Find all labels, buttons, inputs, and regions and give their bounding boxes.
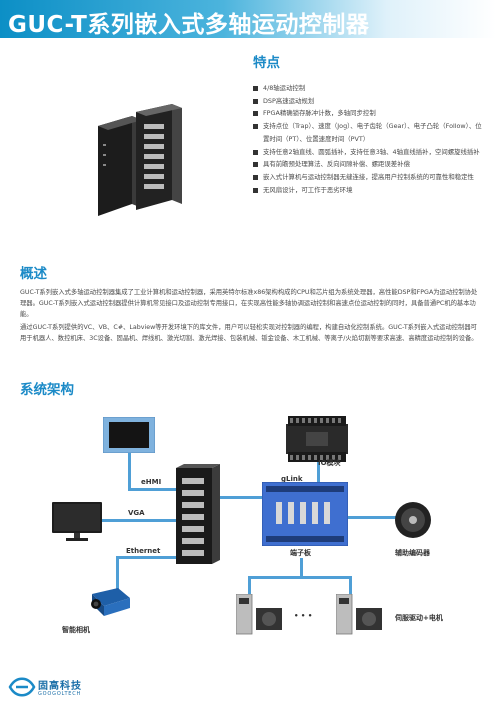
- brand-name-en: GOOGOLTECH: [38, 691, 82, 697]
- ethernet-label: Ethernet: [126, 547, 161, 555]
- encoder-icon: [395, 502, 431, 538]
- architecture-title: 系统架构: [20, 382, 74, 398]
- overview-paragraph-2: 通过GUC-T系列提供的VC、VB、C#、Labview等开发环境下的库文件，用…: [20, 324, 478, 343]
- feature-item: 具有前瞻预处理算法、反向间隙补偿、螺距误差补偿: [253, 158, 485, 171]
- servo-drive-icon: [336, 594, 382, 635]
- overview-title: 概述: [20, 266, 47, 282]
- features-list: 4/8轴运动控制 DSP高速运动规划 FPGA精确锁存脉冲计数，多轴同步控制 支…: [253, 82, 485, 196]
- brand-name-cn: 固高科技: [38, 681, 82, 692]
- terminal-board-icon: [262, 482, 348, 546]
- encoder-label: 辅助编码器: [395, 549, 430, 557]
- feature-item: 支持任意2轴直线、圆弧插补，支持任意3轴、4轴直线插补，空间螺旋线插补: [253, 146, 485, 159]
- terminal-board-label: 端子板: [290, 549, 311, 557]
- camera-label: 智能相机: [62, 626, 90, 634]
- monitor-icon: [52, 502, 102, 541]
- servo-drive-icon: [236, 594, 282, 635]
- controller-product-photo: [98, 104, 182, 216]
- connector-line: [116, 556, 119, 596]
- connector-line: [300, 558, 303, 576]
- vga-label: VGA: [128, 509, 145, 517]
- page-title: GUC-T系列嵌入式多轴运动控制器: [8, 12, 370, 38]
- connector-line: [349, 576, 352, 596]
- feature-item: 支持点位（Trap）、速度（Jog）、电子齿轮（Gear）、电子凸轮（Follo…: [253, 120, 485, 145]
- connector-line: [100, 519, 178, 522]
- feature-item: 无风扇设计，可工作于恶劣环境: [253, 184, 485, 197]
- ehmi-panel: [103, 417, 155, 453]
- connector-line: [248, 576, 352, 579]
- feature-item: 嵌入式计算机与运动控制器无缝连接，提高用户控制系统的可靠性和稳定性: [253, 171, 485, 184]
- connector-line: [116, 556, 178, 559]
- googol-logo-icon: [8, 677, 36, 697]
- connector-line: [248, 576, 251, 596]
- connector-line: [317, 462, 320, 484]
- header-banner: GUC-T系列嵌入式多轴运动控制器: [0, 0, 496, 38]
- glink-label: gLink: [281, 475, 303, 483]
- ehmi-label: eHMI: [141, 478, 162, 486]
- io-module-label: IO模块: [318, 459, 341, 467]
- feature-item: FPGA精确锁存脉冲计数，多轴同步控制: [253, 107, 485, 120]
- overview-paragraph-1: GUC-T系列嵌入式多轴运动控制器集成了工业计算机和运动控制器，采用英特尔标准x…: [20, 289, 478, 319]
- feature-item: DSP高速运动规划: [253, 95, 485, 108]
- io-module-icon: [286, 416, 348, 462]
- feature-item: 4/8轴运动控制: [253, 82, 485, 95]
- features-title: 特点: [253, 55, 280, 71]
- servo-label: 伺服驱动+电机: [395, 614, 443, 622]
- ellipsis-label: • • •: [294, 612, 313, 620]
- connector-line: [128, 451, 131, 490]
- connector-line: [219, 496, 265, 499]
- smart-camera-icon: [91, 588, 130, 616]
- controller-icon: [176, 464, 220, 564]
- connector-line: [345, 516, 397, 519]
- connector-line: [128, 488, 178, 491]
